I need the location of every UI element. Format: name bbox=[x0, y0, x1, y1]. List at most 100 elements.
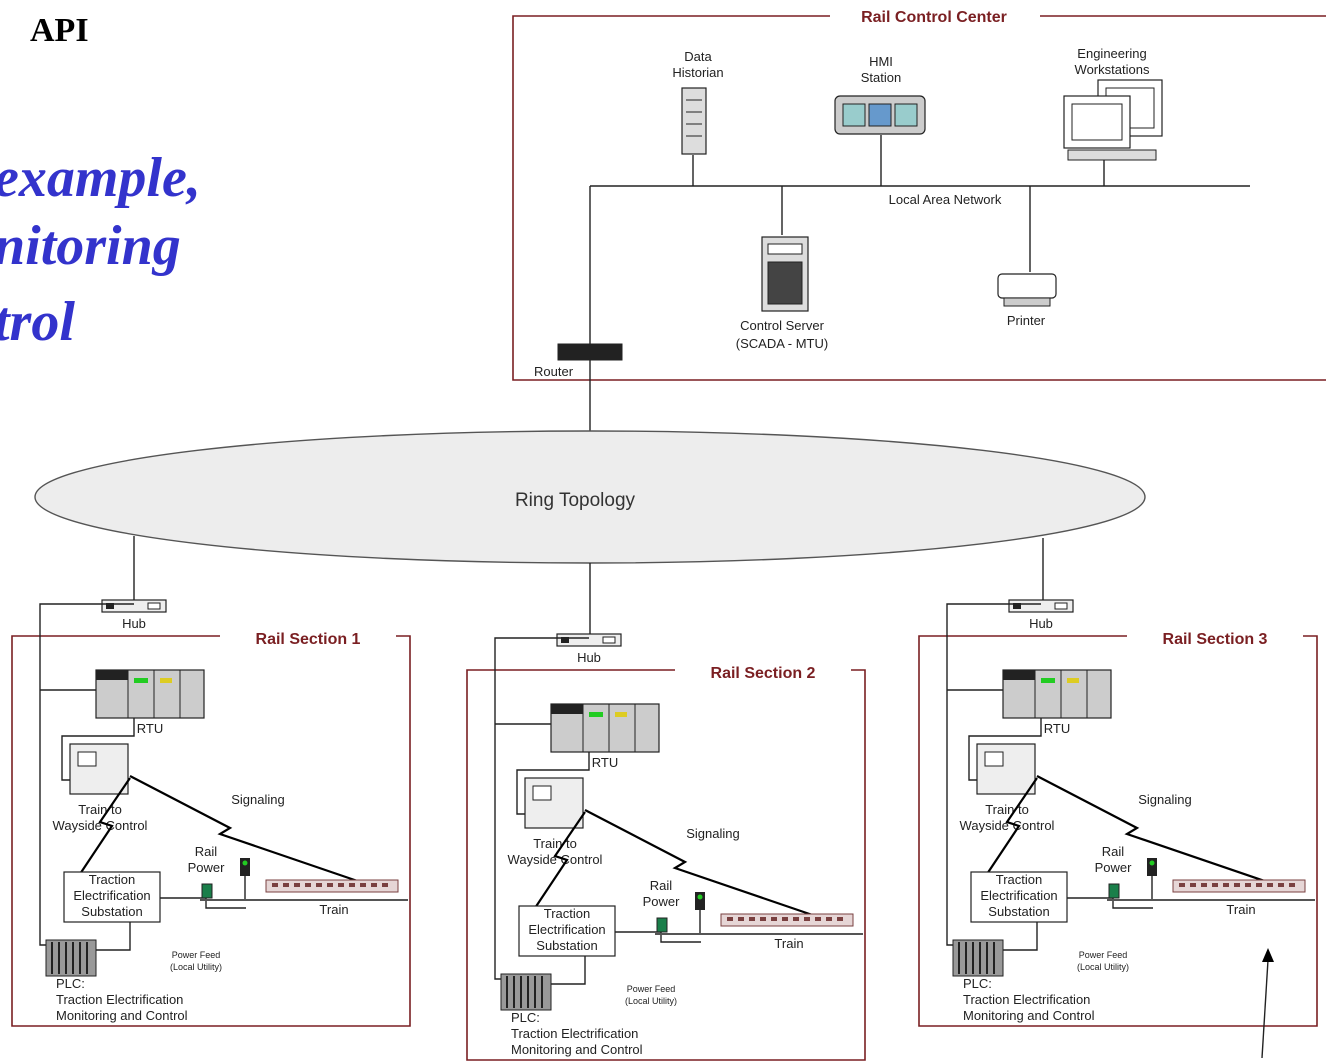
rtu-label: RTU bbox=[137, 721, 163, 736]
control-center-border bbox=[512, 15, 1326, 381]
signaling-link-2 bbox=[982, 777, 1038, 881]
section-border bbox=[466, 669, 866, 1061]
rail-power-label-2: Power bbox=[643, 894, 681, 909]
hmi-station-icon bbox=[834, 95, 926, 135]
signal-light-icon bbox=[695, 892, 705, 934]
power-feed-label-2: (Local Utility) bbox=[170, 962, 222, 972]
control-server-icon bbox=[761, 236, 809, 312]
rail-power-box bbox=[656, 917, 668, 933]
printer-label: Printer bbox=[1007, 313, 1046, 328]
wayside-label-1: Train to bbox=[78, 802, 122, 817]
substation-label-1: Traction bbox=[996, 872, 1042, 887]
section-border bbox=[11, 635, 411, 1027]
rtu-icon bbox=[550, 703, 660, 753]
power-feed-label-2: (Local Utility) bbox=[1077, 962, 1129, 972]
headline-line-2: nitoring bbox=[0, 215, 181, 277]
signaling-link bbox=[129, 775, 379, 890]
train-icon bbox=[720, 913, 854, 927]
signaling-link bbox=[584, 809, 834, 924]
rail-power-box bbox=[201, 883, 213, 899]
data-historian-icon bbox=[681, 87, 707, 155]
signal-light-icon bbox=[240, 858, 250, 900]
plc-label-1: PLC: bbox=[56, 976, 85, 991]
substation-label-3: Substation bbox=[988, 904, 1049, 919]
rtu-label: RTU bbox=[592, 755, 618, 770]
router-label: Router bbox=[534, 364, 574, 379]
hub-label: Hub bbox=[122, 616, 146, 631]
train-icon bbox=[265, 879, 399, 893]
printer-icon bbox=[997, 273, 1057, 307]
plc-icon bbox=[500, 973, 552, 1011]
substation-label-3: Substation bbox=[536, 938, 597, 953]
plc-icon bbox=[45, 939, 97, 977]
rail-power-label-1: Rail bbox=[1102, 844, 1125, 859]
signal-light-icon bbox=[1147, 858, 1157, 900]
plc-icon bbox=[952, 939, 1004, 977]
data-historian-label-2: Historian bbox=[672, 65, 723, 80]
headline-line-1: example, bbox=[0, 147, 201, 209]
wayside-control-icon bbox=[69, 743, 129, 795]
section-title: Rail Section 2 bbox=[711, 665, 816, 682]
hmi-label-1: HMI bbox=[869, 54, 893, 69]
substation-label-3: Substation bbox=[81, 904, 142, 919]
signaling-label: Signaling bbox=[231, 792, 285, 807]
signaling-label: Signaling bbox=[1138, 792, 1192, 807]
power-feed-label-2: (Local Utility) bbox=[625, 996, 677, 1006]
train-label: Train bbox=[319, 902, 348, 917]
section-title: Rail Section 3 bbox=[1163, 631, 1268, 648]
engineering-label-2: Workstations bbox=[1075, 62, 1150, 77]
power-feed-label-1: Power Feed bbox=[172, 950, 221, 960]
control-server-label-1: Control Server bbox=[740, 318, 824, 333]
engineering-workstations-icon bbox=[1063, 79, 1163, 161]
substation-label-2: Electrification bbox=[980, 888, 1057, 903]
section-border bbox=[918, 635, 1318, 1027]
signaling-link-2 bbox=[530, 811, 586, 915]
wayside-label-2: Wayside Control bbox=[960, 818, 1055, 833]
plc-label-1: PLC: bbox=[511, 1010, 540, 1025]
hub-icon bbox=[1008, 599, 1074, 613]
signaling-link bbox=[1036, 775, 1286, 890]
control-center-group: Rail Control Center Local Area Network D… bbox=[512, 9, 1326, 432]
data-historian-label-1: Data bbox=[684, 49, 712, 64]
signaling-link-2 bbox=[75, 777, 131, 881]
train-icon bbox=[1172, 879, 1306, 893]
signaling-label: Signaling bbox=[686, 826, 740, 841]
train-label: Train bbox=[1226, 902, 1255, 917]
substation-label-2: Electrification bbox=[73, 888, 150, 903]
plc-label-3: Monitoring and Control bbox=[963, 1008, 1095, 1023]
wayside-label-1: Train to bbox=[533, 836, 577, 851]
plc-label-3: Monitoring and Control bbox=[511, 1042, 643, 1057]
annotation-arrow bbox=[1261, 959, 1269, 1059]
rtu-icon bbox=[1002, 669, 1112, 719]
wayside-label-2: Wayside Control bbox=[508, 852, 603, 867]
control-center-title: Rail Control Center bbox=[861, 9, 1007, 26]
plc-label-2: Traction Electrification bbox=[56, 992, 183, 1007]
slide-header: API bbox=[30, 12, 89, 49]
hub-icon bbox=[556, 633, 622, 647]
substation-label-1: Traction bbox=[544, 906, 590, 921]
headline-line-3: trol bbox=[0, 291, 75, 353]
rtu-icon bbox=[95, 669, 205, 719]
plc-label-1: PLC: bbox=[963, 976, 992, 991]
substation-label-2: Electrification bbox=[528, 922, 605, 937]
annotation-arrow-head bbox=[1262, 948, 1274, 962]
ring-topology-label: Ring Topology bbox=[515, 490, 636, 511]
substation-box bbox=[518, 905, 616, 957]
wayside-label-1: Train to bbox=[985, 802, 1029, 817]
lan-label: Local Area Network bbox=[889, 192, 1002, 207]
wayside-control-icon bbox=[976, 743, 1036, 795]
rtu-label: RTU bbox=[1044, 721, 1070, 736]
rail-power-label-1: Rail bbox=[195, 844, 218, 859]
engineering-label-1: Engineering bbox=[1077, 46, 1146, 61]
rail-power-label-2: Power bbox=[188, 860, 226, 875]
plc-label-2: Traction Electrification bbox=[511, 1026, 638, 1041]
power-feed-label-1: Power Feed bbox=[627, 984, 676, 994]
plc-label-2: Traction Electrification bbox=[963, 992, 1090, 1007]
substation-box bbox=[970, 871, 1068, 923]
